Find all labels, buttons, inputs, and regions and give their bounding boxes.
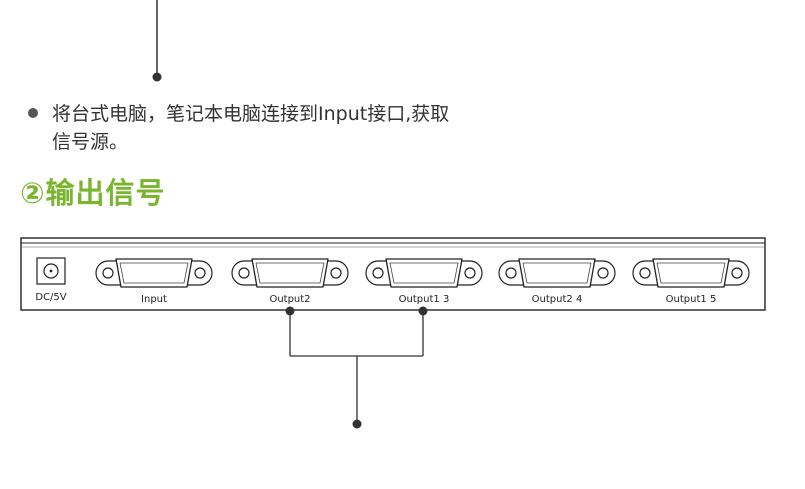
- vga-port-icon: [498, 258, 616, 288]
- port-label-output2: Output2: [269, 294, 311, 305]
- dc-power-jack-icon: [36, 257, 66, 285]
- port-label-output1-3: Output1 3: [398, 294, 450, 305]
- section-heading: ②输出信号: [20, 176, 166, 210]
- output-bracket-connector: [285, 306, 428, 429]
- vga-port-icon: [95, 258, 213, 288]
- bullet-dot: [28, 108, 38, 118]
- port-label-input: Input: [141, 294, 167, 305]
- top-connector-dot: [152, 72, 162, 82]
- bullet-paragraph: 将台式电脑，笔记本电脑连接到Input接口,获取 信号源。: [52, 100, 512, 156]
- power-label: DC/5V: [35, 292, 67, 303]
- vga-port-icon: [365, 258, 483, 288]
- port-label-output2-4: Output2 4: [531, 294, 583, 305]
- bullet-line-1: 将台式电脑，笔记本电脑连接到Input接口,获取: [52, 103, 450, 125]
- port-label-output1-5: Output1 5: [665, 294, 717, 305]
- vga-port-icon: [231, 258, 349, 288]
- vga-port-icon: [632, 258, 750, 288]
- bullet-line-2: 信号源。: [52, 131, 129, 153]
